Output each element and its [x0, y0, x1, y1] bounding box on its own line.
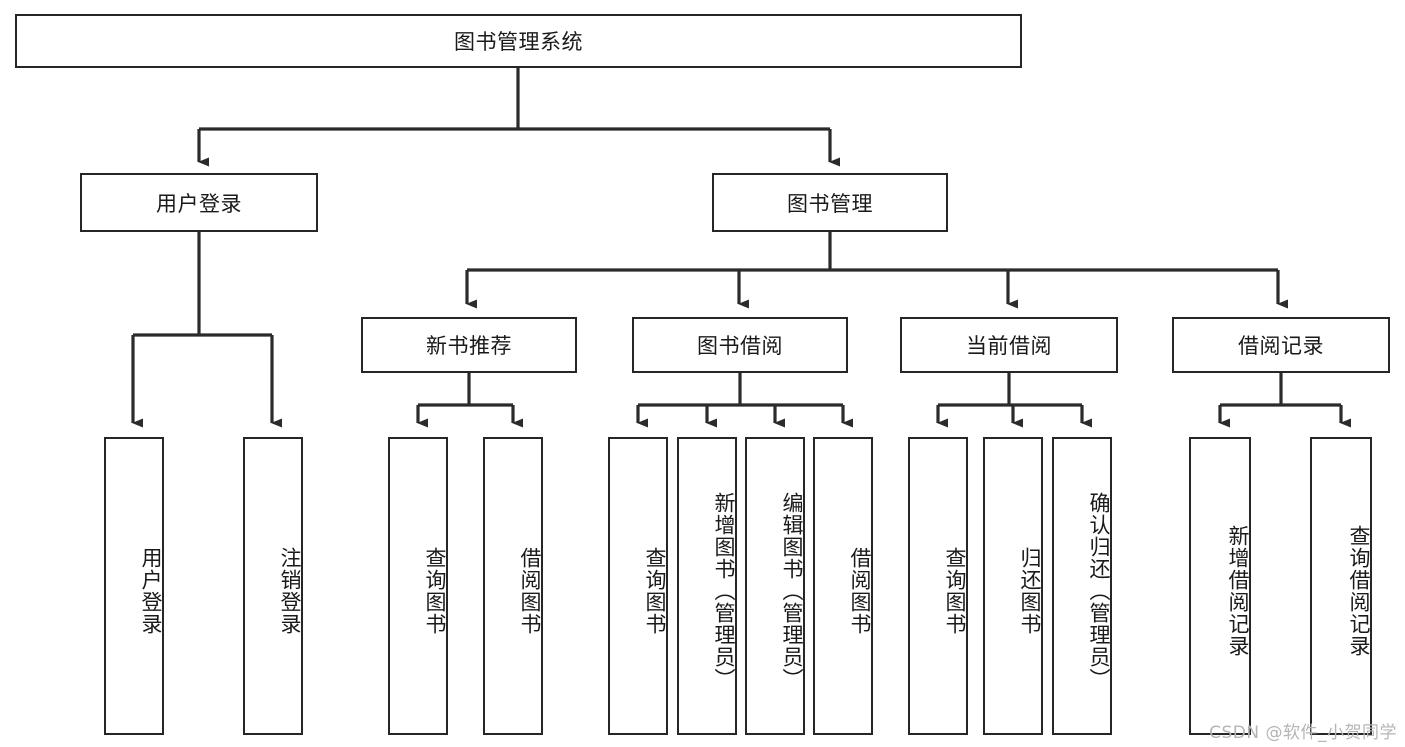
- node-leaf-add-book-label: 新增图书（管理员）: [712, 492, 736, 690]
- node-leaf-user-login-label: 用户登录: [139, 547, 163, 635]
- node-user-login[interactable]: 用户登录: [80, 173, 318, 232]
- node-book-manage[interactable]: 图书管理: [712, 173, 948, 232]
- node-leaf-query-record[interactable]: 查询借阅记录: [1310, 437, 1372, 735]
- node-new-book-recommend-label: 新书推荐: [426, 334, 512, 358]
- node-leaf-confirm-return[interactable]: 确认归还（管理员）: [1052, 437, 1112, 735]
- node-book-manage-label: 图书管理: [787, 191, 873, 216]
- node-leaf-borrow-book-2[interactable]: 借阅图书: [813, 437, 873, 735]
- node-borrow-record[interactable]: 借阅记录: [1172, 317, 1390, 373]
- node-leaf-borrow-book-1-label: 借阅图书: [518, 547, 542, 635]
- node-leaf-query-book-1[interactable]: 查询图书: [388, 437, 448, 735]
- node-leaf-add-record[interactable]: 新增借阅记录: [1189, 437, 1251, 735]
- node-current-borrow[interactable]: 当前借阅: [900, 317, 1118, 373]
- connector-lines: [131, 68, 1351, 428]
- node-leaf-return-book[interactable]: 归还图书: [983, 437, 1043, 735]
- csdn-watermark: CSDN @软件_小贺同学: [1209, 723, 1397, 743]
- node-book-borrow[interactable]: 图书借阅: [632, 317, 848, 373]
- node-user-login-label: 用户登录: [156, 191, 242, 216]
- node-leaf-return-book-label: 归还图书: [1018, 547, 1042, 635]
- node-leaf-query-book-1-label: 查询图书: [423, 547, 447, 635]
- node-book-borrow-label: 图书借阅: [697, 334, 783, 358]
- node-leaf-logout-label: 注销登录: [278, 547, 302, 635]
- node-new-book-recommend[interactable]: 新书推荐: [361, 317, 577, 373]
- node-leaf-add-record-label: 新增借阅记录: [1226, 525, 1250, 657]
- node-borrow-record-label: 借阅记录: [1238, 334, 1324, 358]
- node-current-borrow-label: 当前借阅: [966, 334, 1052, 358]
- node-leaf-query-book-3[interactable]: 查询图书: [908, 437, 968, 735]
- node-root-label: 图书管理系统: [454, 30, 583, 54]
- node-leaf-add-book[interactable]: 新增图书（管理员）: [677, 437, 737, 735]
- node-leaf-edit-book-label: 编辑图书（管理员）: [780, 492, 804, 690]
- node-leaf-user-login[interactable]: 用户登录: [104, 437, 164, 735]
- node-leaf-borrow-book-1[interactable]: 借阅图书: [483, 437, 543, 735]
- node-root[interactable]: 图书管理系统: [15, 14, 1022, 68]
- node-leaf-query-book-3-label: 查询图书: [943, 547, 967, 635]
- node-leaf-edit-book[interactable]: 编辑图书（管理员）: [745, 437, 805, 735]
- node-leaf-query-book-2-label: 查询图书: [643, 547, 667, 635]
- node-leaf-borrow-book-2-label: 借阅图书: [848, 547, 872, 635]
- node-leaf-confirm-return-label: 确认归还（管理员）: [1087, 492, 1111, 690]
- node-leaf-query-record-label: 查询借阅记录: [1347, 525, 1371, 657]
- node-leaf-query-book-2[interactable]: 查询图书: [608, 437, 668, 735]
- node-leaf-logout[interactable]: 注销登录: [243, 437, 303, 735]
